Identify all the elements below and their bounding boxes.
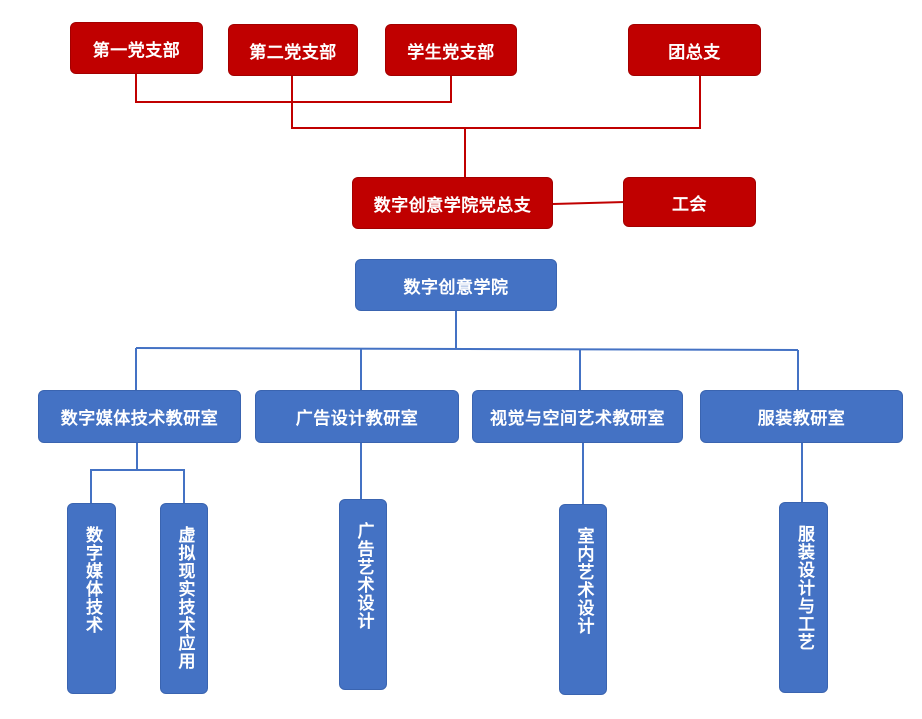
major-label: 虚拟现实技术应用	[174, 526, 195, 670]
college-party-general-branch: 数字创意学院党总支	[352, 177, 553, 229]
second-party-branch: 第二党支部	[228, 24, 358, 76]
major-virtual-reality: 虚拟现实技术应用	[160, 503, 208, 694]
department-digital-media: 数字媒体技术教研室	[38, 390, 241, 443]
department-advertising-design: 广告设计教研室	[255, 390, 459, 443]
department-visual-space-art: 视觉与空间艺术教研室	[472, 390, 683, 443]
student-party-branch: 学生党支部	[385, 24, 517, 76]
major-fashion-design: 服装设计与工艺	[779, 502, 828, 693]
major-label: 广告艺术设计	[353, 522, 374, 630]
first-party-branch: 第一党支部	[70, 22, 203, 74]
college-name: 数字创意学院	[355, 259, 557, 311]
labor-union: 工会	[623, 177, 756, 227]
league-general-branch: 团总支	[628, 24, 761, 76]
department-fashion: 服装教研室	[700, 390, 903, 443]
major-advertising-art-design: 广告艺术设计	[339, 499, 387, 690]
major-interior-art-design: 室内艺术设计	[559, 504, 607, 695]
major-label: 服装设计与工艺	[794, 525, 814, 651]
major-label: 室内艺术设计	[573, 527, 594, 635]
major-label: 数字媒体技术	[82, 526, 102, 634]
college-connectors	[90, 310, 803, 505]
major-digital-media-technology: 数字媒体技术	[67, 503, 116, 694]
party-connectors	[135, 72, 701, 205]
